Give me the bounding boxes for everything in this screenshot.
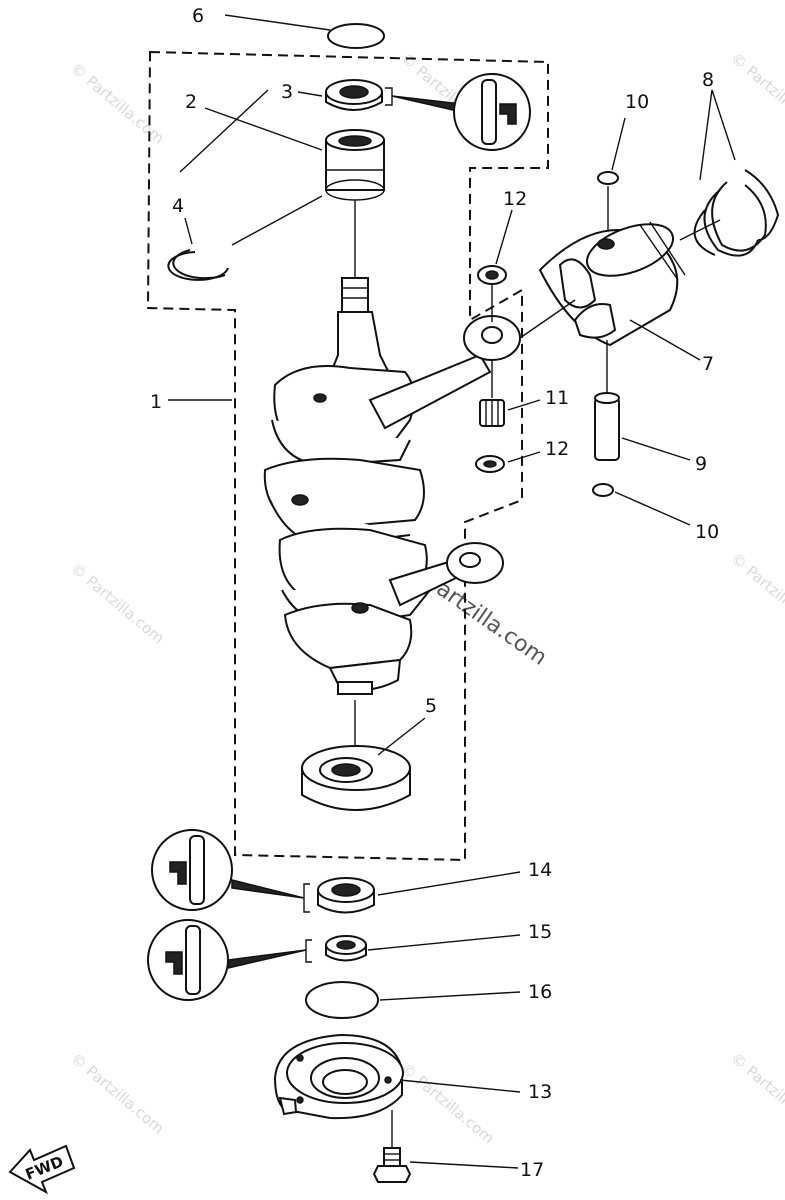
o-ring-16 bbox=[305, 981, 379, 1019]
axis-piston-rod bbox=[519, 299, 576, 339]
leader-6 bbox=[224, 14, 331, 31]
oil-seal-15 bbox=[325, 935, 367, 962]
watermark: © Partzilla.com bbox=[67, 559, 167, 647]
piston-rings-8 bbox=[693, 169, 780, 257]
callout-15: 15 bbox=[528, 921, 552, 943]
leader-10-bottom bbox=[614, 491, 691, 526]
callout-13: 13 bbox=[528, 1081, 552, 1103]
crankshaft bbox=[263, 200, 521, 760]
leader-8-a bbox=[699, 89, 713, 181]
bracket-14 bbox=[303, 883, 310, 913]
detail-seal-lip-14 bbox=[169, 861, 187, 885]
detail-shaft-14 bbox=[189, 835, 205, 905]
bolt-17 bbox=[372, 1110, 412, 1183]
leader-2 bbox=[204, 107, 323, 151]
leader-8-b bbox=[711, 89, 736, 161]
watermark: © Partzilla.com bbox=[67, 1049, 167, 1137]
bracket-15 bbox=[305, 939, 312, 963]
callout-16: 16 bbox=[528, 981, 552, 1003]
callout-3: 3 bbox=[281, 81, 293, 103]
axis-rings bbox=[679, 219, 721, 241]
fwd-arrow-icon: FWD bbox=[8, 1144, 76, 1195]
callout-11: 11 bbox=[545, 387, 569, 409]
callout-12-bottom: 12 bbox=[545, 438, 569, 460]
leader-12-bottom bbox=[507, 451, 541, 463]
callout-9: 9 bbox=[695, 453, 707, 475]
callout-8: 8 bbox=[702, 69, 714, 91]
leader-13 bbox=[399, 1079, 521, 1093]
washer-12-top-hole bbox=[485, 270, 499, 280]
leader-14 bbox=[377, 871, 521, 896]
watermark: © Partzilla.com bbox=[727, 1049, 785, 1137]
clip-10-bottom bbox=[592, 483, 614, 497]
bearing-5 bbox=[301, 745, 411, 811]
bearing-2 bbox=[325, 129, 385, 201]
housing-13 bbox=[273, 1033, 404, 1120]
washer-12-bottom-hole bbox=[483, 460, 497, 468]
leader-3 bbox=[297, 91, 323, 97]
leader-4-bottom bbox=[184, 217, 193, 245]
detail-seal-lip-15 bbox=[165, 951, 183, 975]
watermark: © Partzilla.com bbox=[727, 49, 785, 137]
watermark: © Partzilla.com bbox=[67, 59, 167, 147]
callout-7: 7 bbox=[702, 353, 714, 375]
piston-7 bbox=[538, 221, 686, 347]
leader-10-top bbox=[611, 117, 626, 171]
leader-4-to-bearing bbox=[231, 195, 323, 246]
watermark: © Partzilla.com bbox=[397, 1059, 497, 1147]
leader-7 bbox=[629, 319, 701, 361]
circlip-4-outer bbox=[172, 249, 226, 280]
piston-pin-9 bbox=[594, 392, 620, 461]
assembly-boundary-upper bbox=[146, 50, 549, 862]
callout-17: 17 bbox=[520, 1159, 544, 1181]
pointer-15 bbox=[227, 949, 307, 969]
detail-shaft-top bbox=[481, 79, 497, 145]
callout-6: 6 bbox=[192, 5, 204, 27]
leader-15 bbox=[367, 934, 521, 951]
detail-shaft-15 bbox=[185, 925, 201, 995]
callout-12-top: 12 bbox=[503, 188, 527, 210]
leader-12-top bbox=[495, 209, 513, 265]
leader-5 bbox=[377, 717, 426, 756]
oil-seal-3 bbox=[325, 79, 383, 111]
callout-10-top: 10 bbox=[625, 91, 649, 113]
detail-seal-lip-top bbox=[499, 103, 517, 125]
callout-14: 14 bbox=[528, 859, 552, 881]
leader-17 bbox=[409, 1161, 519, 1169]
callout-1: 1 bbox=[150, 391, 162, 413]
leader-4-top bbox=[179, 89, 269, 173]
leader-11 bbox=[507, 399, 541, 411]
leader-9 bbox=[621, 437, 691, 461]
needle-bearing-11 bbox=[479, 399, 505, 427]
callout-2: 2 bbox=[185, 91, 197, 113]
callout-4: 4 bbox=[172, 195, 184, 217]
watermark: © Partzilla.com bbox=[727, 549, 785, 637]
callout-10-bottom: 10 bbox=[695, 521, 719, 543]
clip-10-top bbox=[597, 171, 619, 185]
leader-16 bbox=[379, 991, 521, 1001]
bracket-3 bbox=[385, 87, 393, 106]
callout-5: 5 bbox=[425, 695, 437, 717]
o-ring-6 bbox=[327, 23, 385, 49]
pointer-14 bbox=[231, 879, 305, 899]
oil-seal-14 bbox=[317, 877, 375, 914]
